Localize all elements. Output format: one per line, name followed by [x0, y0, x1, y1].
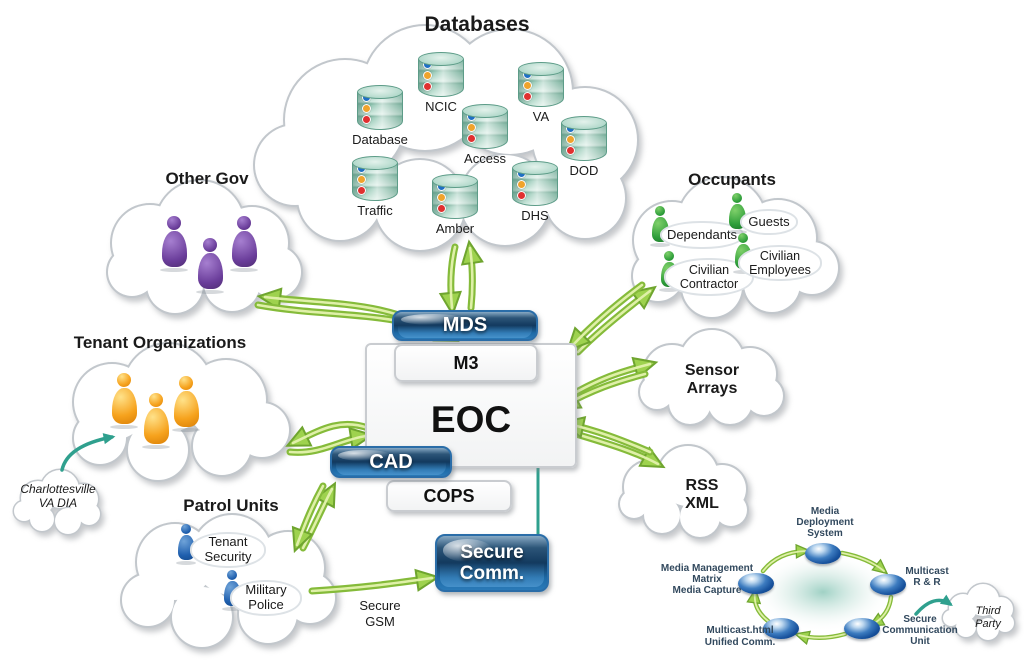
cad-pill: CAD	[330, 446, 452, 478]
rss-eoc-arrows	[559, 415, 666, 469]
person-icon	[196, 238, 224, 294]
multicast-rr-node-icon	[870, 574, 906, 595]
cops-label: COPS	[423, 485, 475, 506]
databases-mds-arrows	[438, 239, 484, 317]
rss-xml-label: RSS XML	[685, 477, 719, 513]
database-label: VA	[532, 109, 550, 124]
database-label: Traffic	[357, 203, 393, 218]
dependants-label: Dependants	[666, 226, 738, 242]
person-icon	[160, 216, 188, 272]
m3-label: M3	[453, 352, 479, 373]
database-label: NCIC	[425, 99, 457, 114]
database-label: Amber	[435, 221, 475, 236]
secure-comm-label: Secure	[460, 541, 524, 563]
sensor-arrays-label: Sensor Arrays	[684, 362, 740, 398]
securecommunit-thirdparty-arrow	[914, 594, 953, 616]
patrol-bubble: Military Police	[230, 580, 302, 616]
database-label: Access	[464, 151, 506, 166]
cad-label: CAD	[369, 450, 413, 473]
other-gov-title: Other Gov	[165, 169, 249, 188]
cops-box: COPS	[386, 480, 512, 512]
multicast-html-label: Multicast.html Unified Comm.	[704, 625, 776, 648]
person-icon	[230, 216, 258, 272]
occupant-bubble: Civilian Contractor	[664, 258, 754, 296]
database-icon: DOD	[561, 116, 607, 178]
civilian-employees-label: Civilian	[759, 248, 801, 263]
tenant-security-label: Tenant	[208, 534, 248, 550]
database-icon: DHS	[512, 161, 558, 223]
database-icon: Access	[462, 104, 508, 166]
patrol-units-title: Patrol Units	[183, 496, 279, 515]
tenant-eoc-arrows	[285, 420, 375, 456]
multicast-html-node-icon	[763, 618, 799, 639]
m3-box: M3	[394, 344, 538, 382]
media-management-label: Media Management Matrix Media Capture	[660, 563, 754, 596]
third-party-label: Third Party	[975, 605, 1001, 630]
military-police-label: Military	[245, 582, 287, 598]
civilian-contractor-label: Civilian	[688, 262, 730, 277]
database-icon: VA	[518, 62, 564, 124]
guests-label: Guests	[748, 213, 790, 229]
mds-pill: MDS	[392, 310, 538, 341]
patrol-bubble: Tenant Security	[190, 532, 266, 568]
occupant-bubble: Civilian Employees	[738, 245, 822, 281]
databases-title: Databases	[424, 13, 530, 36]
media-cycle-glow	[753, 552, 893, 632]
database-label: Database	[352, 132, 408, 147]
media-deployment-label: Media Deployment System	[796, 506, 854, 539]
patrol-cad-arrows	[291, 481, 337, 554]
database-icon: Amber	[432, 174, 478, 236]
charlottesville-tenant-arrow	[60, 433, 116, 472]
media-deployment-node-icon	[805, 543, 841, 564]
civilian-contractor-label: Contractor	[679, 277, 739, 291]
person-icon	[172, 376, 200, 432]
charlottesville-label: Charlottesville VA DIA	[20, 482, 96, 510]
occupants-title: Occupants	[688, 170, 776, 189]
database-label: DOD	[569, 163, 599, 178]
secure-gsm-label: Secure GSM	[359, 598, 401, 630]
multicast-rr-label: Multicast R & R	[905, 566, 949, 588]
database-icon: Database	[352, 85, 408, 147]
eoc-label: EOC	[430, 398, 512, 440]
military-police-label: Police	[248, 597, 284, 612]
database-icon: Traffic	[352, 156, 398, 218]
database-label: DHS	[521, 208, 549, 223]
secure-comm-label: Comm.	[459, 563, 525, 584]
tenant-security-label: Security	[204, 549, 252, 564]
mds-label: MDS	[442, 314, 488, 336]
person-icon	[142, 393, 170, 449]
database-icon: NCIC	[418, 52, 464, 114]
occupant-bubble: Guests	[740, 209, 798, 235]
secure-comm-unit-label: Secure Communication Unit	[882, 614, 958, 647]
occupants-eoc-arrows	[566, 281, 657, 356]
tenant-organizations-title: Tenant Organizations	[73, 333, 247, 352]
secure-comm-pill: Secure Comm.	[435, 534, 549, 592]
civilian-employees-label: Employees	[749, 263, 811, 277]
patrol-securecomm-arrow	[308, 568, 441, 595]
person-icon	[110, 373, 138, 429]
